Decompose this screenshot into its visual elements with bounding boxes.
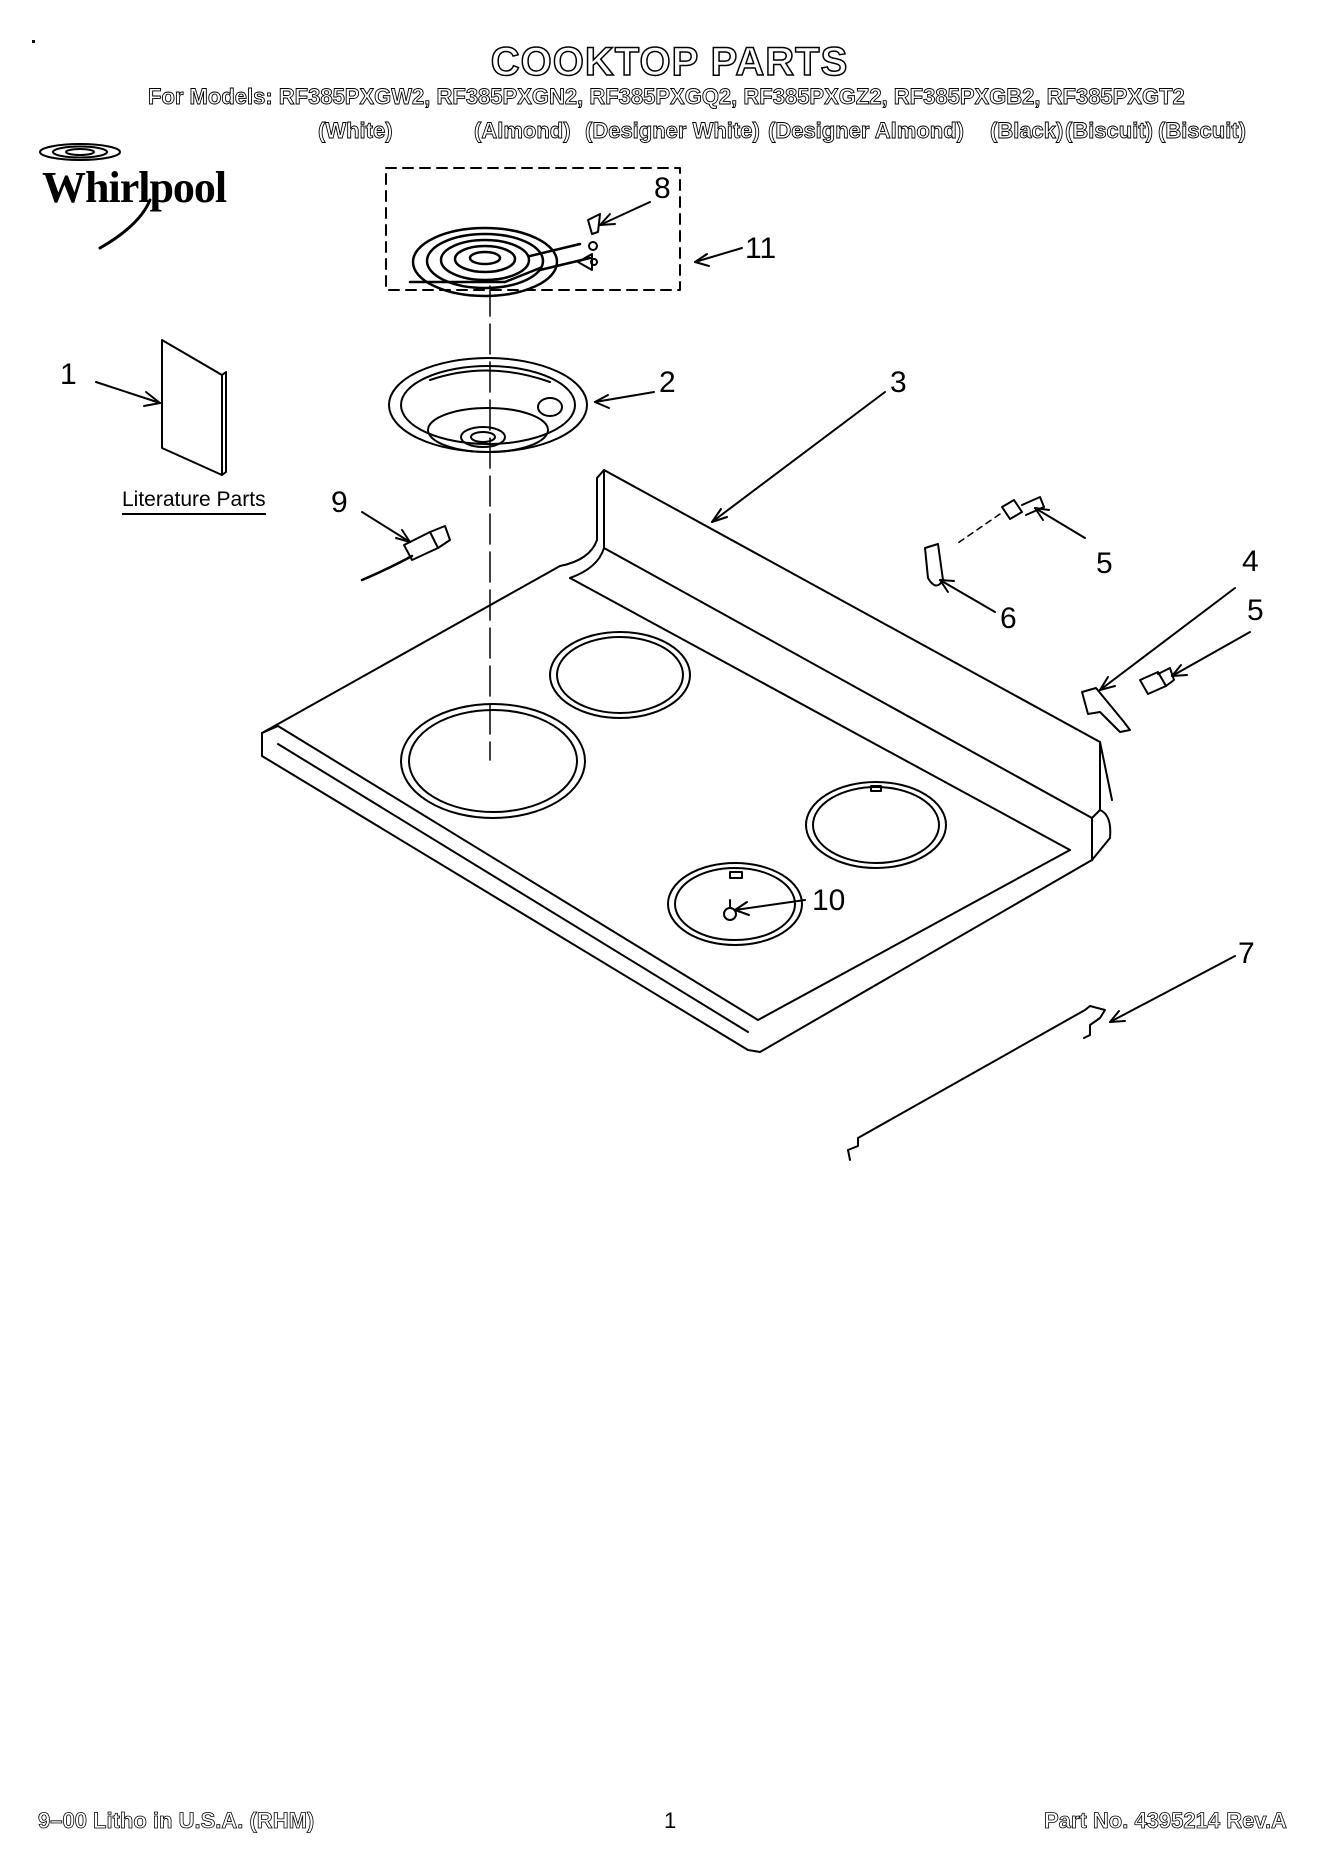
screw-5-upper: [954, 496, 1045, 546]
footer-part-number: Part No. 4395214 Rev.A: [1044, 1808, 1288, 1834]
terminal-block: [577, 213, 601, 271]
callout-2: 2: [659, 366, 676, 399]
color-almond: (Almond): [474, 118, 571, 144]
callout-1: 1: [60, 358, 77, 391]
color-biscuit-2: (Biscuit): [1158, 118, 1247, 144]
leader-lines: [95, 201, 1251, 1023]
footer-page-number: 1: [664, 1808, 677, 1833]
callout-10: 10: [812, 884, 846, 917]
support-rod-7: [847, 1005, 1106, 1161]
element-assembly-box: [385, 167, 681, 291]
screw-10: [723, 899, 737, 921]
callout-11: 11: [745, 232, 777, 265]
screw-5-lower: [1139, 667, 1175, 695]
whirlpool-logo: Whirlpool: [42, 163, 227, 212]
surface-element-coil: [408, 226, 592, 298]
callout-9: 9: [331, 486, 348, 519]
burner-openings: [400, 631, 947, 946]
drip-bowl: [388, 357, 588, 453]
color-designer-almond: (Designer Almond): [768, 118, 965, 144]
page-title: COOKTOP PARTS: [490, 39, 849, 85]
literature-booklet: [161, 339, 227, 476]
color-white: (White): [318, 118, 393, 144]
callout-8: 8: [654, 172, 671, 205]
callout-4: 4: [1242, 545, 1259, 578]
callout-5-lower: 5: [1247, 594, 1264, 627]
callout-3: 3: [890, 366, 907, 399]
callout-5-upper: 5: [1096, 547, 1113, 580]
models-line: For Models: RF385PXGW2, RF385PXGN2, RF38…: [148, 84, 1186, 110]
footer-litho: 9–00 Litho in U.S.A. (RHM): [38, 1808, 315, 1834]
corner-mark: [32, 40, 35, 43]
literature-parts-label: Literature Parts: [122, 488, 266, 515]
callout-6: 6: [1000, 602, 1017, 635]
color-black: (Black): [990, 118, 1064, 144]
color-biscuit-1: (Biscuit): [1065, 118, 1154, 144]
wire-connector: [360, 525, 451, 582]
callout-7: 7: [1238, 937, 1255, 970]
color-designer-white: (Designer White): [585, 118, 761, 144]
logo-swirl-icon: [39, 143, 152, 250]
cooktop-main-top: [261, 469, 1113, 1053]
color-variants: (White) (Almond) (Designer White) (Desig…: [0, 118, 1339, 148]
bracket-4: [1081, 687, 1131, 733]
